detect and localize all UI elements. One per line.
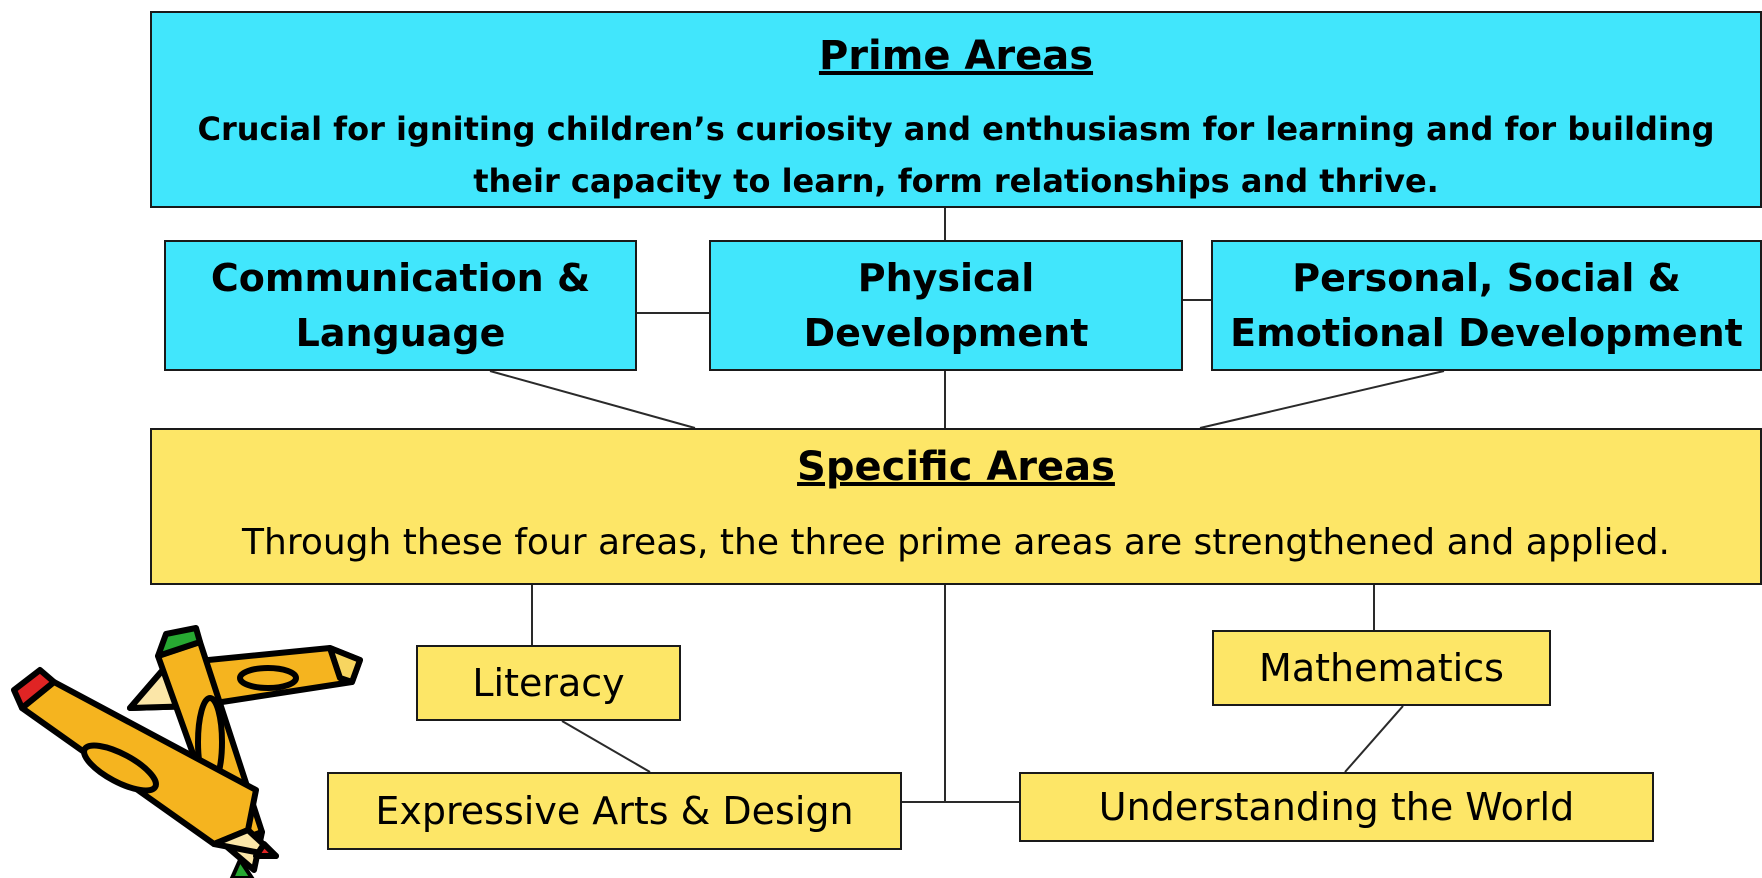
literacy-label: Literacy [472,661,625,705]
mathematics-box: Mathematics [1212,630,1551,706]
pencil-front-icon [11,667,279,859]
personal-social-emotional-box: Personal, Social & Emotional Development [1211,240,1762,371]
understanding-the-world-label: Understanding the World [1098,785,1575,829]
literacy-box: Literacy [416,645,681,721]
prime-areas-title: Prime Areas [818,33,1094,79]
expressive-arts-design-label: Expressive Arts & Design [375,789,854,833]
specific-areas-box: Specific Areas Through these four areas,… [150,428,1762,585]
physical-development-label: Physical Development [803,255,1089,355]
prime-areas-box: Prime Areas Crucial for igniting childre… [150,11,1762,208]
connector-comm-to-specific [489,370,696,429]
connector-literacy-to-ead [561,720,651,773]
understanding-the-world-box: Understanding the World [1019,772,1654,842]
expressive-arts-design-box: Expressive Arts & Design [327,772,902,850]
personal-social-emotional-label: Personal, Social & Emotional Development [1230,255,1743,355]
communication-language-label: Communication & Language [210,255,591,355]
prime-areas-description: Crucial for igniting children’s curiosit… [197,110,1715,200]
physical-development-box: Physical Development [709,240,1183,371]
specific-areas-description: Through these four areas, the three prim… [242,522,1670,563]
pencils-icon [11,625,363,878]
connector-math-to-utw [1344,705,1404,773]
mathematics-label: Mathematics [1259,646,1504,690]
connector-pse-to-specific [1199,370,1445,429]
pencil-tip-icon [229,855,255,878]
communication-language-box: Communication & Language [164,240,637,371]
specific-areas-title: Specific Areas [797,444,1115,490]
